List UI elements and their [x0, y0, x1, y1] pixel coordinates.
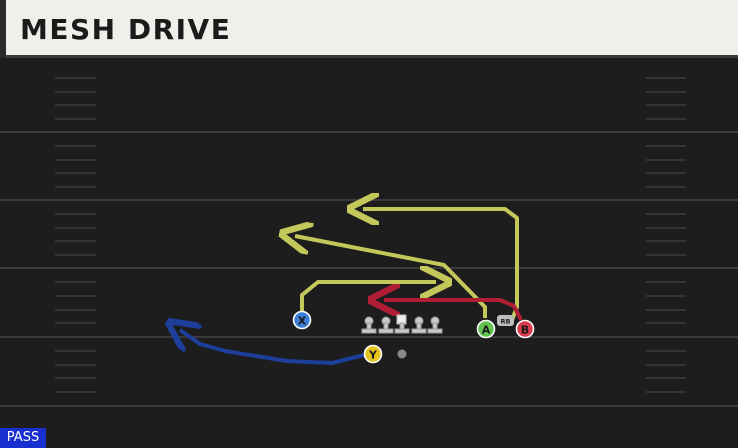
player-y[interactable]: Y — [363, 344, 383, 364]
offensive-line — [361, 314, 443, 334]
play-type-badge: PASS — [0, 428, 46, 448]
hash-marks-left — [55, 77, 96, 393]
field-turf — [0, 61, 738, 448]
route-b-drag — [384, 300, 523, 321]
lineman-rt — [427, 316, 443, 334]
player-b[interactable]: B — [515, 319, 535, 339]
route-x-corner-shallow — [300, 282, 436, 314]
player-y-label: Y — [368, 349, 378, 362]
hash-marks-right — [646, 77, 686, 393]
lineman-center — [394, 314, 410, 334]
player-x-label: X — [298, 315, 307, 328]
play-title: MESH DRIVE — [20, 13, 232, 46]
yard-lines — [0, 131, 738, 407]
play-field: RB X Y A B — [0, 61, 738, 448]
player-rb[interactable]: RB — [497, 315, 514, 326]
player-a-label: A — [482, 324, 491, 337]
player-b-label: B — [521, 324, 529, 337]
quarterback — [397, 349, 407, 359]
player-x[interactable]: X — [292, 310, 312, 330]
route-a-deep-cross — [295, 236, 487, 318]
play-title-bar: MESH DRIVE — [0, 0, 738, 58]
player-a[interactable]: A — [476, 319, 496, 339]
lineman-lg — [378, 316, 394, 334]
lineman-rg — [411, 316, 427, 334]
route-y-wheel — [180, 330, 369, 365]
player-rb-label: RB — [501, 318, 511, 326]
title-accent — [0, 0, 6, 58]
lineman-lt — [361, 316, 377, 334]
